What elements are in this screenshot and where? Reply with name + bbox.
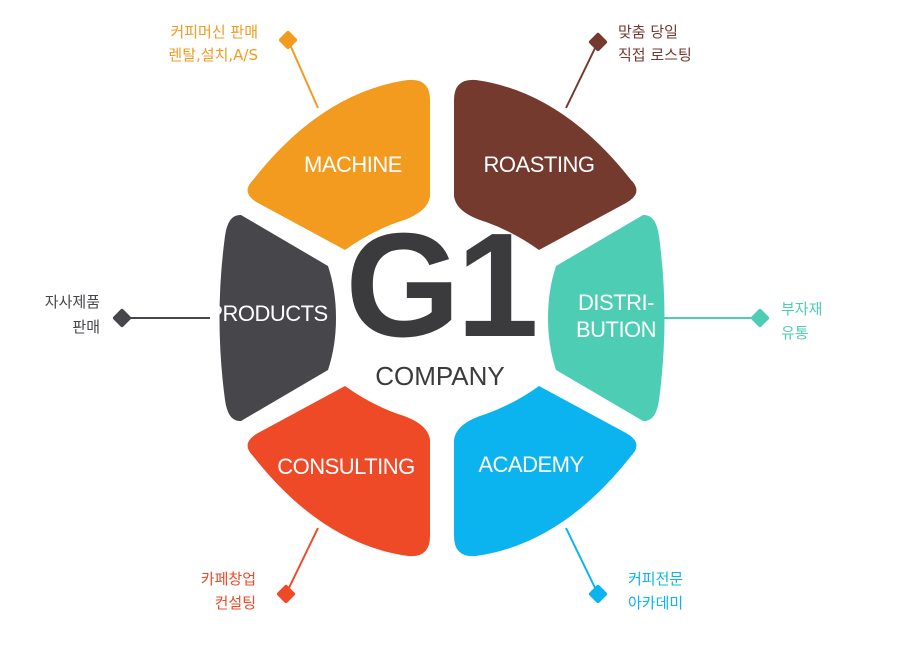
academy-connector — [565, 527, 599, 595]
products-label: PRODUCTS — [208, 301, 327, 326]
roasting-segment — [454, 79, 637, 250]
academy-segment — [454, 386, 637, 557]
consulting-note-line2: 컨설팅 — [215, 594, 256, 612]
machine-connector — [287, 39, 319, 109]
machine-note-line1: 커피머신 판매 — [170, 23, 258, 41]
products-diamond-icon — [112, 308, 132, 328]
roasting-label: ROASTING — [484, 152, 595, 177]
consulting-diamond-icon — [276, 584, 296, 604]
consulting-note-line1: 카페창업 — [201, 570, 256, 588]
distribution-note-line1: 부자재 — [781, 300, 822, 318]
distribution-diamond-icon — [750, 308, 770, 328]
consulting-connector — [285, 527, 319, 595]
roasting-diamond-icon — [588, 32, 608, 52]
distribution-label-line2: BUTION — [576, 317, 656, 342]
center-subtitle: COMPANY — [375, 361, 505, 391]
machine-label: MACHINE — [304, 152, 402, 177]
products-segment — [219, 214, 336, 422]
distribution-segment — [548, 214, 665, 422]
roasting-note-line2: 직접 로스팅 — [618, 46, 692, 64]
consulting-label: CONSULTING — [277, 454, 415, 479]
machine-segment — [247, 79, 430, 250]
academy-note-line2: 아카데미 — [628, 594, 683, 612]
academy-diamond-icon — [588, 584, 608, 604]
distribution-note-line2: 유통 — [781, 324, 809, 342]
academy-note-line1: 커피전문 — [628, 570, 683, 588]
academy-label: ACADEMY — [478, 452, 584, 477]
center-title: G1 — [345, 203, 535, 368]
roasting-note-line1: 맞춤 당일 — [618, 23, 678, 41]
machine-note-line2: 렌탈,설치,A/S — [168, 46, 258, 64]
consulting-segment — [247, 386, 430, 557]
products-note-line2: 판매 — [72, 318, 100, 336]
distribution-label-line1: DISTRI- — [578, 290, 654, 315]
products-note-line1: 자사제품 — [45, 293, 100, 311]
roasting-connector — [565, 41, 599, 109]
machine-diamond-icon — [278, 30, 298, 50]
